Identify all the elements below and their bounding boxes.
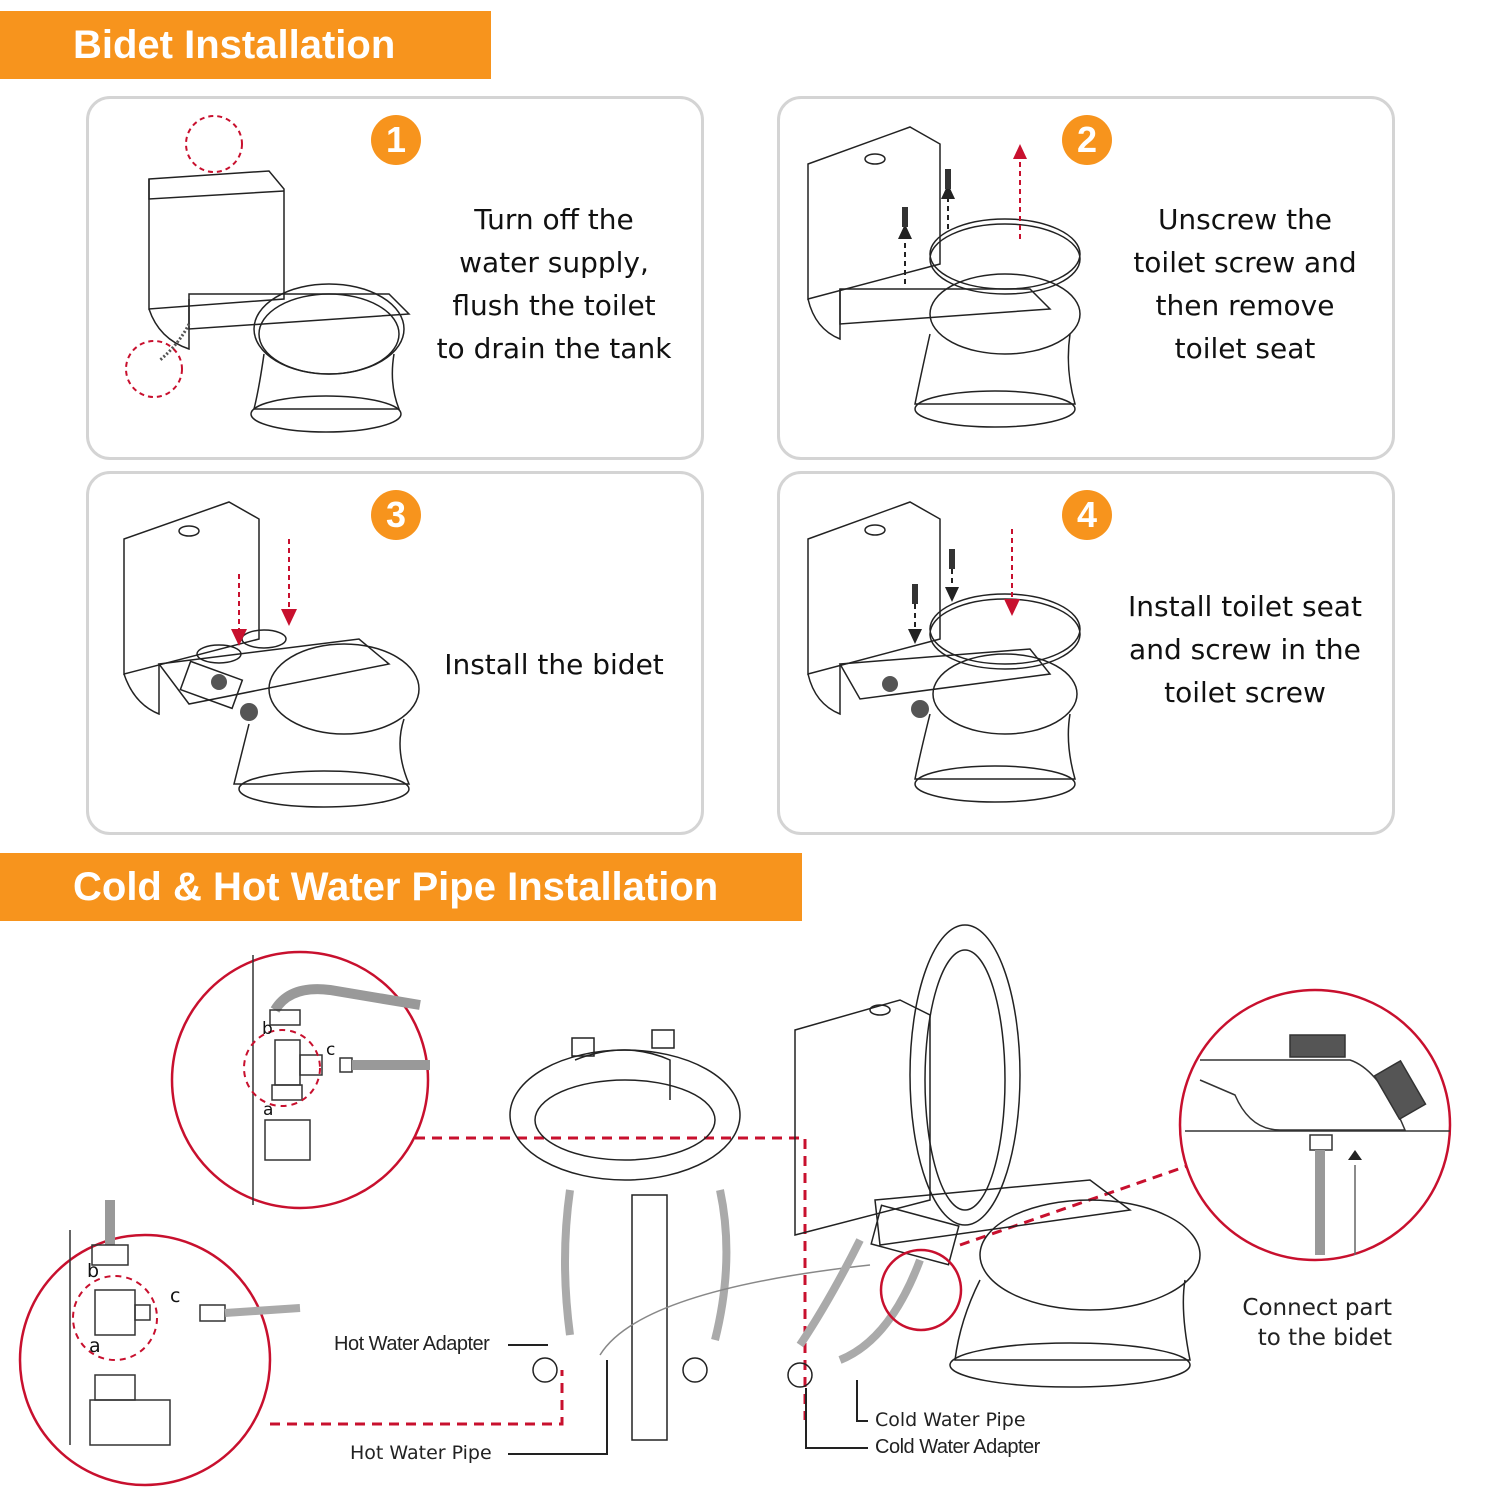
section-title: Cold & Hot Water Pipe Installation	[73, 864, 719, 909]
step-card-1: 1 Turn off the water supply, flush the t…	[86, 96, 704, 460]
detail-label-a: a	[89, 1335, 101, 1357]
remove-seat-illustration	[807, 126, 1081, 428]
install-seat-illustration	[807, 501, 1081, 803]
step-card-4: 4 Install toilet seat and screw in the t…	[777, 471, 1395, 835]
step-number-badge: 3	[371, 490, 421, 540]
detail-label-a: a	[263, 1100, 274, 1120]
step-instruction: Install the bidet	[444, 647, 664, 681]
hot-water-adapter-label: Hot Water Adapter	[334, 1333, 490, 1355]
step-instruction: Turn off the water supply, flush the toi…	[436, 203, 672, 365]
pipe-installation-diagram	[18, 924, 1452, 1487]
section-title: Bidet Installation	[73, 22, 396, 67]
step-number-badge: 2	[1062, 115, 1112, 165]
step-card-2: 2 Unscrew the toilet screw and then remo…	[777, 96, 1395, 460]
section-banner-bidet-installation: Bidet Installation	[0, 11, 491, 79]
cold-water-adapter-label: Cold Water Adapter	[875, 1436, 1040, 1458]
toilet-with-bidet-illustration	[787, 924, 1201, 1388]
toilet-flush-illustration	[125, 115, 411, 433]
detail-label-b: b	[87, 1260, 100, 1282]
sink-illustration	[509, 1029, 871, 1441]
detail-label-b: b	[262, 1019, 273, 1039]
step-instruction: Unscrew the toilet screw and then remove…	[1133, 203, 1357, 365]
detail-label-c: c	[326, 1040, 336, 1060]
connect-bidet-caption: Connect part to the bidet	[1242, 1295, 1392, 1351]
install-bidet-illustration	[123, 501, 420, 808]
step-number-badge: 4	[1062, 490, 1112, 540]
step-number-badge: 1	[371, 115, 421, 165]
section-banner-pipe-installation: Cold & Hot Water Pipe Installation	[0, 853, 802, 921]
step-card-3: 3 Install the bidet	[86, 471, 704, 835]
detail-circle-straight-adapter	[18, 1233, 272, 1487]
step-instruction: Install toilet seat and screw in the toi…	[1128, 589, 1362, 709]
detail-label-c: c	[170, 1285, 181, 1307]
detail-circle-bidet-connection	[1178, 988, 1452, 1262]
hot-water-pipe-label: Hot Water Pipe	[350, 1442, 492, 1464]
cold-water-pipe-label: Cold Water Pipe	[875, 1409, 1026, 1431]
